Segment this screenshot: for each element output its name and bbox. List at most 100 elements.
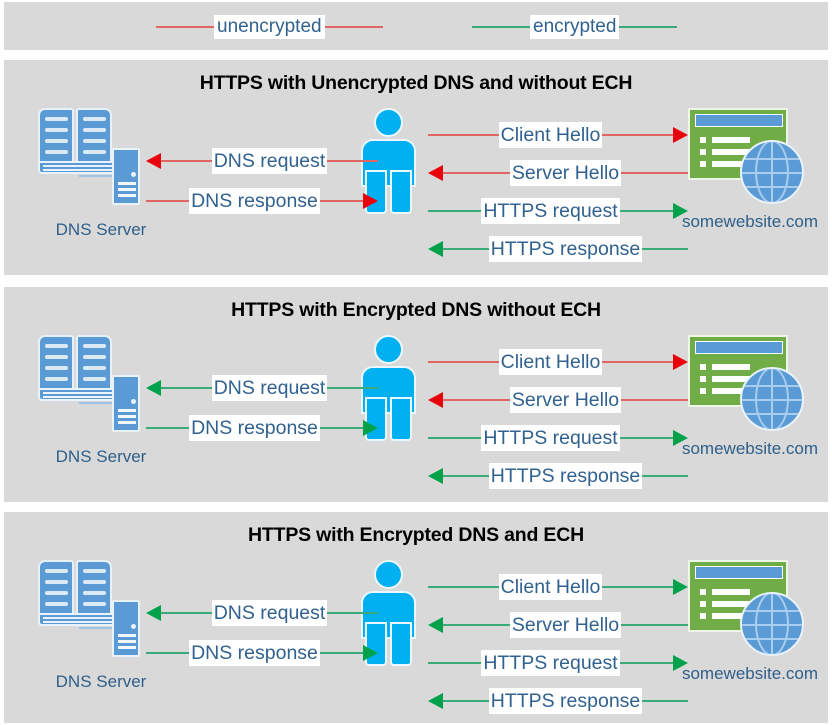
flow-line <box>428 662 482 664</box>
arrowhead-left-icon <box>428 693 443 709</box>
arrowhead-right-icon <box>363 193 378 209</box>
arrowhead-right-icon <box>673 430 689 446</box>
person-leg-right <box>390 622 412 666</box>
flow-line-tail <box>619 662 674 664</box>
flow-line-tail <box>319 427 363 429</box>
flow-server-hello: Server Hello <box>428 612 689 638</box>
website-label: somewebsite.com <box>681 439 819 458</box>
book-icon <box>38 560 116 626</box>
arrowhead-right-icon <box>673 203 689 219</box>
book-page-left <box>38 560 74 617</box>
flow-label: DNS request <box>211 600 328 626</box>
user-person-icon <box>358 108 418 218</box>
flow-line <box>146 200 190 202</box>
flow-line-tail <box>642 248 688 250</box>
person-leg-right <box>390 397 412 441</box>
dns-server-graphic: DNS Server <box>30 335 180 480</box>
flow-https-response: HTTPS response <box>428 236 688 262</box>
arrowhead-left-icon <box>428 468 443 484</box>
flow-line <box>443 399 510 401</box>
flow-https-request: HTTPS request <box>428 425 689 451</box>
globe-icon <box>740 592 804 656</box>
legend-line-unencrypted-tail <box>324 26 383 28</box>
flow-line <box>146 427 190 429</box>
flow-line <box>443 248 489 250</box>
dns-server-graphic: DNS Server <box>30 108 180 253</box>
server-cable <box>79 627 113 629</box>
browser-title-bar <box>695 566 783 579</box>
legend-label-encrypted: encrypted <box>530 15 620 39</box>
scenario-panel-unencrypted-dns: HTTPS with Unencrypted DNS and without E… <box>4 60 828 275</box>
flow-line-tail <box>602 134 673 136</box>
flow-label: Client Hello <box>498 122 603 148</box>
arrowhead-right-icon <box>673 127 688 143</box>
arrowhead-left-icon <box>146 380 161 396</box>
flow-label: HTTPS response <box>488 236 643 262</box>
browser-title-bar <box>695 114 783 127</box>
legend-item-unencrypted: unencrypted <box>156 14 383 40</box>
arrowhead-right-icon <box>673 579 688 595</box>
arrowhead-right-icon <box>363 420 378 436</box>
website-label: somewebsite.com <box>681 212 819 231</box>
scenario-panel-encrypted-dns-and-ech: HTTPS with Encrypted DNS and ECH DNS Ser… <box>4 512 828 723</box>
flow-line-tail <box>602 586 673 588</box>
scenario-panel-encrypted-dns: HTTPS with Encrypted DNS without ECH DNS… <box>4 287 828 502</box>
flow-label: DNS response <box>189 415 320 441</box>
arrowhead-right-icon <box>673 354 688 370</box>
arrowhead-left-icon <box>428 617 443 633</box>
flow-label: HTTPS request <box>481 425 620 451</box>
flow-line-tail <box>619 210 674 212</box>
dns-server-label: DNS Server <box>55 672 147 691</box>
flow-label: DNS response <box>189 188 320 214</box>
flow-dns-response: DNS response <box>146 415 378 441</box>
server-cable <box>79 402 113 404</box>
server-cable <box>79 175 113 177</box>
arrowhead-right-icon <box>673 655 689 671</box>
flow-line-tail <box>621 399 689 401</box>
flow-line <box>146 652 190 654</box>
flow-dns-request: DNS request <box>146 600 379 626</box>
book-base <box>38 613 116 626</box>
flow-line-tail <box>327 387 379 389</box>
flow-line <box>428 586 499 588</box>
dns-server-label: DNS Server <box>55 447 147 466</box>
server-rack-icon <box>112 148 140 205</box>
flow-label: DNS request <box>211 375 328 401</box>
person-body <box>361 591 416 639</box>
book-page-right <box>76 335 112 392</box>
arrowhead-left-icon <box>428 241 443 257</box>
flow-label: Server Hello <box>509 160 622 186</box>
flow-line-tail <box>602 361 673 363</box>
book-icon <box>38 108 116 174</box>
flow-dns-response: DNS response <box>146 188 378 214</box>
legend-panel: unencrypted encrypted <box>4 2 828 50</box>
globe-icon <box>740 140 804 204</box>
flow-line <box>428 134 499 136</box>
flow-label: DNS request <box>211 148 328 174</box>
flow-line-tail <box>327 160 379 162</box>
server-rack-icon <box>112 600 140 657</box>
panel-title: HTTPS with Encrypted DNS and ECH <box>248 524 584 546</box>
flow-line-tail <box>319 200 363 202</box>
book-icon <box>38 335 116 401</box>
server-rack-icon <box>112 375 140 432</box>
flow-label: DNS response <box>189 640 320 666</box>
book-base <box>38 388 116 401</box>
legend-line-encrypted-tail <box>619 26 678 28</box>
book-base <box>38 161 116 174</box>
flow-label: HTTPS response <box>488 463 643 489</box>
flow-https-response: HTTPS response <box>428 688 688 714</box>
person-head <box>374 560 403 589</box>
flow-label: HTTPS request <box>481 198 620 224</box>
flow-label: Client Hello <box>498 574 603 600</box>
flow-dns-request: DNS request <box>146 148 379 174</box>
arrowhead-left-icon <box>428 165 443 181</box>
flow-line-tail <box>621 624 689 626</box>
flow-server-hello: Server Hello <box>428 160 689 186</box>
flow-client-hello: Client Hello <box>428 122 688 148</box>
flow-label: Server Hello <box>509 612 622 638</box>
dns-server-graphic: DNS Server <box>30 560 180 705</box>
flow-label: HTTPS response <box>488 688 643 714</box>
flow-line <box>443 475 489 477</box>
